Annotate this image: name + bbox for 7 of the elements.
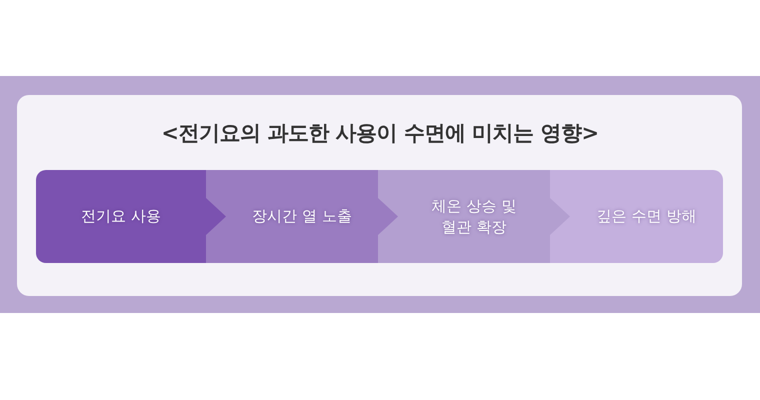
process-step: 장시간 열 노출 xyxy=(206,170,378,263)
title: <전기요의 과도한 사용이 수면에 미치는 영향> xyxy=(160,120,600,147)
process-step: 체온 상승 및 혈관 확장 xyxy=(378,170,550,263)
chevron-arrow xyxy=(206,198,226,235)
process-step: 깊은 수면 방해 xyxy=(550,170,723,263)
process-step: 전기요 사용 xyxy=(36,170,206,263)
chevron-arrow xyxy=(378,198,398,235)
